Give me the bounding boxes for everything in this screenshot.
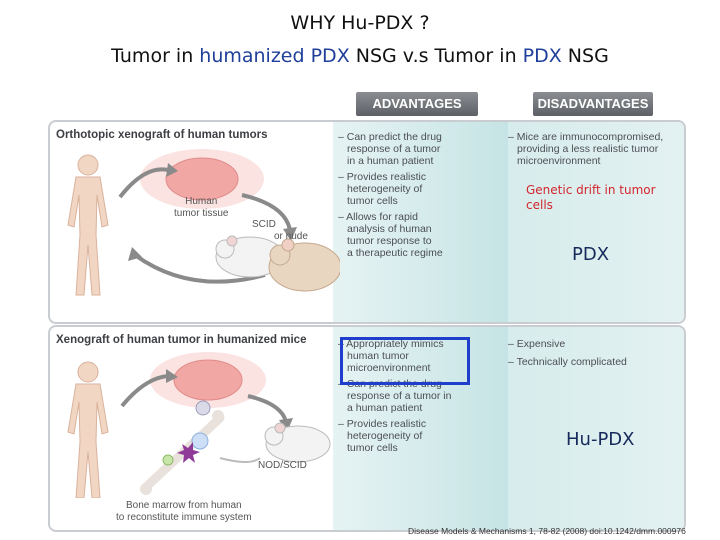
advantage-item: – Provides realistic heterogeneity of tu… xyxy=(338,171,478,207)
disadvantage-line: providing a less realistic tumor xyxy=(508,143,684,155)
advantage-line: response of a tumor in xyxy=(338,390,478,402)
disadvantage-line: – Technically complicated xyxy=(508,356,684,368)
marrow-label-line1: Bone marrow from human xyxy=(116,500,252,512)
tumor-tissue-icon xyxy=(166,158,238,200)
panel2-disadvantages: – Expensive – Technically complicated xyxy=(508,338,684,368)
advantage-line: in a human patient xyxy=(338,155,478,167)
mouse-label-line1: SCID xyxy=(252,219,308,231)
immune-cell-icon xyxy=(192,433,208,449)
panel1-title: Orthotopic xenograft of human tumors xyxy=(56,129,267,141)
citation-text: Disease Models & Mechanisms 1, 78-82 (20… xyxy=(408,526,686,536)
nod-scid-label: NOD/SCID xyxy=(258,460,307,472)
disadvantage-line: microenvironment xyxy=(508,155,684,167)
immune-cell-icon xyxy=(163,455,173,465)
slide-title-line1: WHY Hu-PDX ? xyxy=(0,12,720,34)
advantage-line: tumor cells xyxy=(338,195,478,207)
arrow-icon-2 xyxy=(248,396,286,422)
advantage-line: tumor response to xyxy=(338,235,478,247)
disadvantage-line: – Expensive xyxy=(508,338,684,350)
annotation-line2: cells xyxy=(526,198,656,213)
panel1-disadvantages: – Mice are immunocompromised, providing … xyxy=(508,131,684,167)
title-text-d: PDX xyxy=(523,45,562,67)
title-text-c: NSG v.s Tumor in xyxy=(350,45,523,67)
advantage-line: – Provides realistic xyxy=(338,418,478,430)
tissue-label-line1: Human xyxy=(174,196,228,208)
marrow-label-line2: to reconstitute immune system xyxy=(116,512,252,524)
immune-cell-icon xyxy=(196,401,210,415)
injection-line xyxy=(220,458,260,462)
advantage-line: a human patient xyxy=(338,402,478,414)
mouse-tan-icon xyxy=(269,239,340,291)
advantage-line: response of a tumor xyxy=(338,143,478,155)
advantages-header: ADVANTAGES xyxy=(356,92,478,116)
annotation-line1: Genetic drift in tumor xyxy=(526,183,656,198)
advantage-item: – Can predict the drug response of a tum… xyxy=(338,131,478,167)
human-body-icon xyxy=(68,155,108,295)
advantage-item: – Provides realistic heterogeneity of tu… xyxy=(338,418,478,454)
advantage-line: – Allows for rapid xyxy=(338,211,478,223)
advantage-line: – Can predict the drug xyxy=(338,131,478,143)
advantage-line: analysis of human xyxy=(338,223,478,235)
advantage-line: heterogeneity of xyxy=(338,183,478,195)
panel2-illustration xyxy=(50,348,340,498)
advantage-line: heterogeneity of xyxy=(338,430,478,442)
panel2-title: Xenograft of human tumor in humanized mi… xyxy=(56,334,306,346)
slide-title-line2: Tumor in humanized PDX NSG v.s Tumor in … xyxy=(0,45,720,67)
disadvantages-header: DISADVANTAGES xyxy=(533,92,653,116)
panel1-advantages: – Can predict the drug response of a tum… xyxy=(338,131,478,259)
tumor-tissue-icon xyxy=(174,360,242,400)
title-text-b: humanized PDX xyxy=(199,45,349,67)
title-text-a: Tumor in xyxy=(111,45,199,67)
hu-pdx-label: Hu-PDX xyxy=(566,429,634,450)
advantage-line: a therapeutic regime xyxy=(338,247,478,259)
title-text-e: NSG xyxy=(562,45,609,67)
disadvantage-line: – Mice are immunocompromised, xyxy=(508,131,684,143)
highlight-box xyxy=(340,337,470,385)
tissue-label-line2: tumor tissue xyxy=(174,208,228,220)
pdx-label: PDX xyxy=(572,244,609,265)
mouse-white-icon xyxy=(265,423,330,462)
human-body-icon xyxy=(68,362,108,498)
advantage-line: tumor cells xyxy=(338,442,478,454)
advantage-item: – Allows for rapid analysis of human tum… xyxy=(338,211,478,259)
mouse-label-line2: or nude xyxy=(252,231,308,243)
advantage-line: – Provides realistic xyxy=(338,171,478,183)
